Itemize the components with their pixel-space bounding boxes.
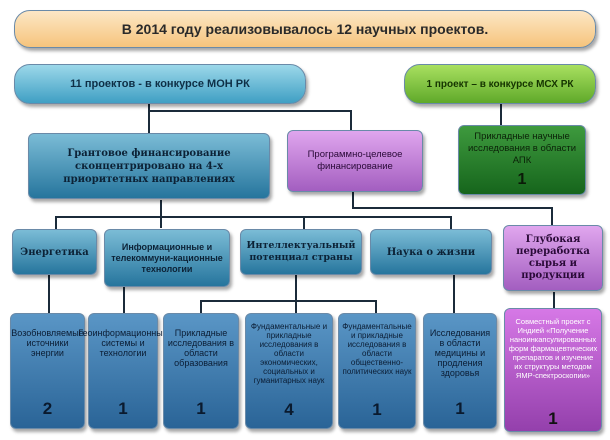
intellect-text: Интеллектуальный потенциал страны [246,240,356,263]
india-joint-project-text: Совместный проект с Индией «Получение на… [508,317,598,380]
medicine-text: Исследования в области медицины и продле… [429,328,491,378]
connector [352,190,354,208]
connector [450,216,452,230]
apk-research-count: 1 [517,171,527,188]
connector [148,103,150,133]
energy-box: Энергетика [12,229,97,275]
connector [303,216,305,230]
renewable-energy-count: 2 [42,399,53,418]
medicine-box: Исследования в области медицины и продле… [423,313,497,429]
india-joint-project-box: Совместный проект с Индией «Получение на… [504,308,602,432]
life-science-box: Наука о жизни [370,229,492,275]
india-joint-project-count: 1 [548,409,558,428]
grant-financing-box: Грантовое финансирование сконцентрирован… [28,133,270,199]
connector [200,300,202,314]
connector [150,110,350,112]
connector [350,110,352,132]
economic-social-box: Фундаментальные и прикладные исследовани… [245,313,333,429]
economic-social-text: Фундаментальные и прикладные исследовани… [250,322,328,385]
economic-social-count: 4 [284,400,294,419]
ict-box: Информационные и телекоммуни-кационные т… [104,229,230,287]
grant-financing-text: Грантовое финансирование сконцентрирован… [63,147,235,185]
gis-count: 1 [118,399,128,418]
intellect-box: Интеллектуальный потенциал страны [240,229,362,275]
top-banner-text: В 2014 году реализовывалось 12 научных п… [121,21,489,37]
connector [375,300,377,314]
connector [352,207,552,209]
connector [160,200,162,228]
deep-processing-text: Глубокая переработка сырья и продукции [516,234,590,281]
education-research-box: Прикладные исследования в области образо… [163,313,239,429]
ict-text: Информационные и телекоммуни-кационные т… [111,241,223,274]
connector [500,103,502,125]
top-banner: В 2014 году реализовывалось 12 научных п… [14,10,596,48]
connector [48,275,50,313]
apk-research-text: Прикладные научные исследования в област… [467,131,577,166]
connector [553,292,555,310]
political-science-box: Фундаментальные и прикладные исследовани… [338,313,416,429]
mon-competition-box: 11 проектов - в конкурсе МОН РК [14,64,306,104]
program-financing-text: Программно-целевое финансирование [307,149,403,172]
education-research-text: Прикладные исследования в области образо… [167,328,235,368]
renewable-energy-text: Возобновляемые источники энергии [11,328,84,358]
connector [123,286,125,314]
political-science-text: Фундаментальные и прикладные исследовани… [342,322,412,376]
msh-competition-box: 1 проект – в конкурсе МСХ РК [404,64,596,104]
connector [55,216,450,218]
gis-text: Геоинформационные системы и технологии [78,328,168,358]
connector [55,216,57,230]
connector [551,207,553,225]
connector [295,275,297,313]
gis-box: Геоинформационные системы и технологии 1 [78,313,168,429]
connector [453,275,455,313]
education-research-count: 1 [196,399,206,418]
deep-processing-box: Глубокая переработка сырья и продукции [503,225,603,291]
medicine-count: 1 [455,399,465,418]
life-science-text: Наука о жизни [386,246,476,258]
mon-competition-text: 11 проектов - в конкурсе МОН РК [70,78,250,90]
apk-research-box: Прикладные научные исследования в област… [458,125,586,195]
connector [200,300,375,302]
energy-text: Энергетика [20,246,89,258]
political-science-count: 1 [372,400,382,419]
msh-competition-text: 1 проект – в конкурсе МСХ РК [426,78,574,90]
program-financing-box: Программно-целевое финансирование [287,130,423,192]
renewable-energy-box: Возобновляемые источники энергии 2 [10,313,85,429]
